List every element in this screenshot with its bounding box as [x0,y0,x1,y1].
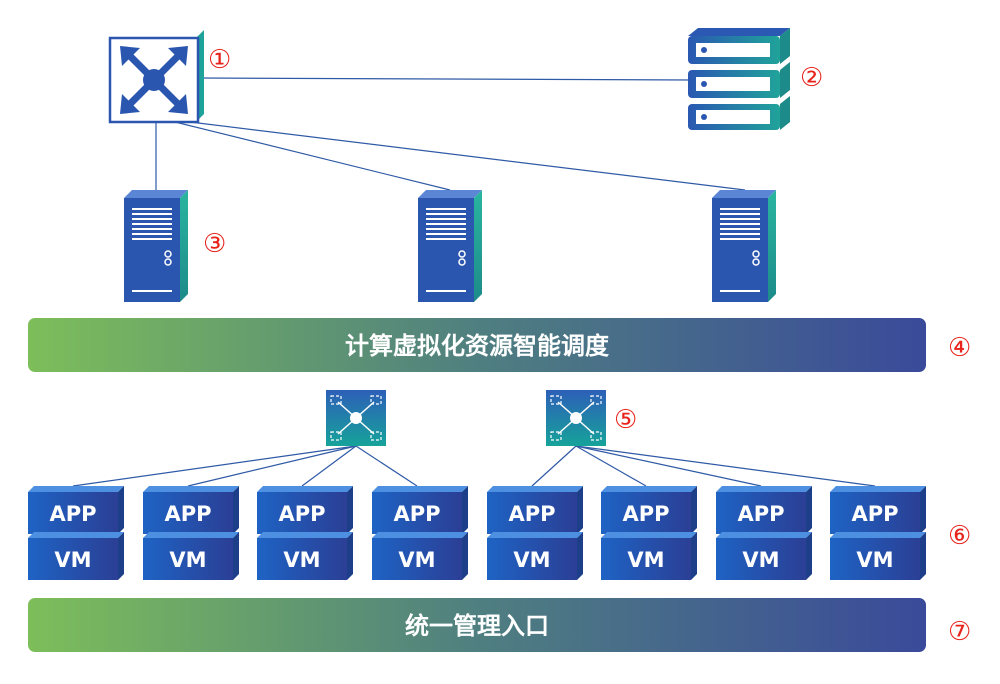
vm-label: VM [513,548,550,572]
vm-stack: APP VM [28,486,124,580]
marker-7: ⑦ [948,617,971,647]
vm-block [143,538,233,580]
app-block [28,492,118,534]
vm-stack: APP VM [487,486,583,580]
app-label: APP [393,502,440,526]
storage-array-icon [688,28,790,130]
management-bar: 统一管理入口 [28,598,926,652]
app-label: APP [737,502,784,526]
app-label: APP [622,502,669,526]
vm-link [575,445,647,487]
vm-label: VM [283,548,320,572]
vm-block [257,538,347,580]
vm-label: VM [169,548,206,572]
server-icon [712,190,776,302]
app-label: APP [49,502,96,526]
management-bar-label: 统一管理入口 [405,612,549,640]
app-label: APP [278,502,325,526]
vm-block [487,538,577,580]
vm-stack: APP VM [257,486,353,580]
scheduling-bar-label: 计算虚拟化资源智能调度 [345,332,610,360]
vm-link [531,445,577,487]
vm-block [601,538,691,580]
marker-4: ④ [948,333,971,363]
vm-link [575,445,762,487]
app-block [372,492,462,534]
marker-5: ⑤ [614,405,637,435]
vm-link [301,445,357,487]
marker-1: ① [208,45,231,75]
vm-stack: APP VM [372,486,468,580]
server-icon [418,190,482,302]
app-block [487,492,577,534]
app-block [143,492,233,534]
virtual-switch-icon [326,390,386,446]
app-block [601,492,691,534]
vm-stack: APP VM [143,486,239,580]
app-label: APP [508,502,555,526]
vm-label: VM [627,548,664,572]
link-switch-storage [199,77,691,81]
app-label: APP [164,502,211,526]
app-label: APP [851,502,898,526]
marker-3: ③ [203,229,226,259]
vm-stack: APP VM [716,486,812,580]
link-switch-server-2 [174,121,451,191]
vm-block [28,538,118,580]
vm-link [355,445,418,487]
marker-6: ⑥ [948,521,971,551]
virtual-switch-icon [546,390,606,446]
scheduling-bar: 计算虚拟化资源智能调度 [28,318,926,372]
vm-label: VM [54,548,91,572]
vm-block [372,538,462,580]
link-switch-server-3 [189,121,746,191]
vm-link [187,445,357,487]
app-block [830,492,920,534]
vm-label: VM [398,548,435,572]
server-icon [124,190,188,302]
vm-label: VM [742,548,779,572]
app-block [257,492,347,534]
vswitch-links [72,445,876,487]
vm-stack: APP VM [601,486,697,580]
marker-2: ② [800,63,823,93]
vm-block [716,538,806,580]
vm-block [830,538,920,580]
network-links [155,77,746,191]
vm-label: VM [856,548,893,572]
vm-link [575,445,876,487]
app-block [716,492,806,534]
switch-arrows-icon [120,46,188,114]
vm-stack: APP VM [830,486,926,580]
vm-link [72,445,357,487]
core-switch [108,30,204,124]
